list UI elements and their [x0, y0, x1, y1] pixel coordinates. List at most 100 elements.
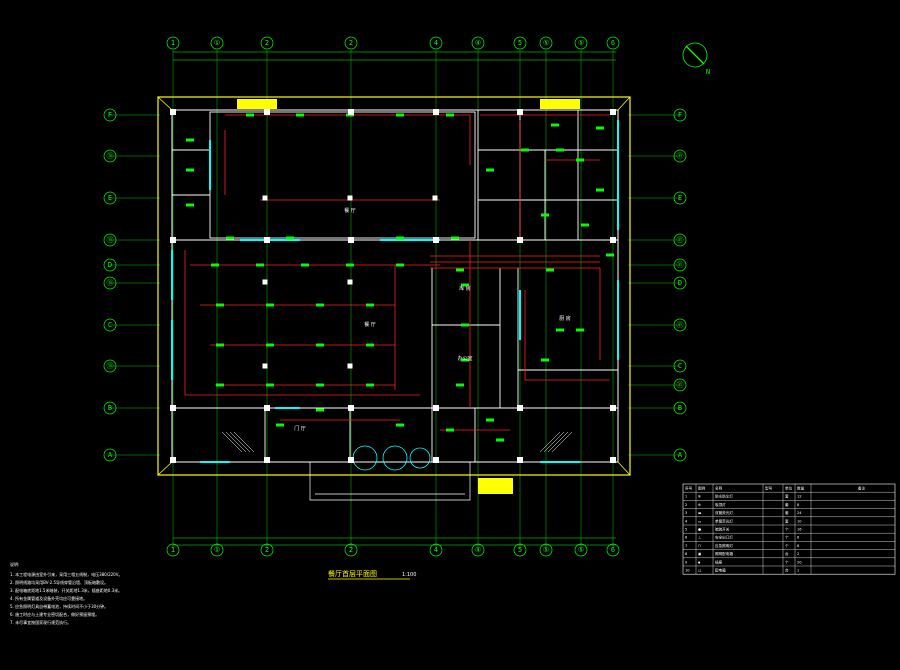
axis-bubble-right-label: F [678, 111, 682, 119]
axis-bubble-top-label: ① [214, 39, 220, 47]
notes-heading: 说明: [10, 561, 19, 567]
legend-cell: 4 [685, 519, 688, 523]
legend-cell: 套 [785, 494, 789, 499]
axis-bubble-left [103, 401, 117, 415]
axis-bubble-left-label: C [108, 321, 112, 329]
axis-bubble-bottom [260, 543, 274, 557]
legend-cell: 防水防尘灯 [715, 494, 733, 499]
legend-cell: 个 [785, 559, 789, 564]
legend-cell: 双管荧光灯 [715, 510, 733, 515]
axis-bubble-bottom-label: 5 [518, 546, 522, 554]
legend-cell: 8 [685, 552, 688, 556]
axis-bubble-left-label: ⑪ [107, 236, 114, 244]
axis-bubble-bottom-label: ① [214, 546, 220, 554]
axis-bubble-left [103, 258, 117, 272]
axis-bubble-right-label: E [678, 194, 682, 202]
legend-cell: 名称 [715, 486, 723, 491]
room-label: 餐 厅 [364, 321, 376, 328]
legend-cell: 6 [797, 536, 800, 540]
legend-cell: 配电箱 [715, 568, 726, 573]
notes-list: 1. 本工程电源由室外引来，采用三相五线制，电压380/220V。2. 照明线路… [10, 571, 122, 625]
legend-cell: ● [698, 528, 701, 532]
legend-cell: 12 [797, 495, 802, 499]
north-arrow: N [682, 42, 710, 76]
axis-bubble-right-label: C [678, 362, 682, 370]
legend-cell: 1 [797, 569, 799, 573]
legend-cell: 应急照明灯 [715, 543, 733, 548]
legend-cell: 照明配电箱 [715, 551, 733, 556]
axis-bubble-bottom-label: 2 [349, 546, 353, 554]
legend-cell: 20 [797, 560, 802, 564]
legend-cell: ▪ [698, 560, 701, 564]
axis-bubble-top [471, 36, 485, 50]
legend-cell: 型号 [765, 486, 773, 491]
axis-bubble-top [606, 36, 620, 50]
axis-bubble-bottom-label: 2 [265, 546, 269, 554]
room-label: 厨 房 [559, 315, 571, 322]
legend-cell: ⊗ [698, 495, 701, 499]
note-line: 3. 配电箱底距地1.5米暗装，开关距地1.3米，插座距地0.3米。 [10, 587, 122, 593]
axis-bubble-left [103, 191, 117, 205]
legend-cell: 台 [785, 551, 789, 556]
legend-cell: 图例 [698, 486, 706, 491]
axis-bubble-left [103, 233, 117, 247]
axis-bubble-left-label: D [108, 261, 112, 269]
room-label: 办公室 [457, 355, 472, 362]
axis-bubble-bottom [210, 543, 224, 557]
axis-bubble-right [673, 108, 687, 122]
axis-bubble-left [103, 108, 117, 122]
legend-cell: ⊕ [698, 503, 701, 507]
axis-bubble-top-label: ⑤ [543, 39, 549, 47]
axis-bubble-top [210, 36, 224, 50]
axis-bubble-top [513, 36, 527, 50]
axis-bubble-left-label: E [108, 194, 112, 202]
legend-cell: 个 [785, 535, 789, 540]
note-line: 2. 照明线路均采用BV-2.5导线穿管沿墙、顶板暗敷设。 [10, 579, 108, 585]
note-line: 4. 所有金属管道及设备外壳均应可靠接地。 [10, 595, 87, 601]
axis-bubble-right-label: D [678, 279, 682, 287]
legend-cell: 7 [685, 544, 687, 548]
axis-bubble-left [103, 359, 117, 373]
axis-bubble-left-label: B [108, 404, 112, 412]
axis-bubble-top-label: 2 [265, 39, 269, 47]
axis-bubble-top [260, 36, 274, 50]
building-outline [157, 96, 631, 476]
axis-bubble-bottom-label: ⑤ [578, 546, 584, 554]
legend-cell: ▬ [698, 511, 702, 515]
axis-bubble-top-label: 4 [434, 39, 438, 47]
structural-columns [170, 109, 616, 463]
axis-bubble-bottom-label: 6 [611, 546, 615, 554]
axis-bubble-right-label: ⑪ [677, 152, 684, 160]
axis-bubble-right [673, 258, 687, 272]
top-dimension-lines [173, 51, 616, 546]
axis-bubble-right [673, 378, 687, 392]
axis-bubble-right [673, 318, 687, 332]
axis-bubble-bottom [471, 543, 485, 557]
legend-cell: 2 [797, 552, 799, 556]
note-line: 5. 应急照明灯具自带蓄电池，持续时间不小于30分钟。 [10, 603, 108, 609]
axis-bubble-top-label: 2 [349, 39, 353, 47]
axis-bubble-bottom [166, 543, 180, 557]
entrance-canopy [309, 462, 471, 501]
legend-cell: 5 [685, 528, 687, 532]
axis-bubble-left [103, 149, 117, 163]
axis-bubble-bottom-label: ⑤ [543, 546, 549, 554]
axis-bubble-top [166, 36, 180, 50]
axis-bubble-top [574, 36, 588, 50]
axis-bubble-bottom [429, 543, 443, 557]
axis-bubble-right [673, 359, 687, 373]
axis-bubble-right-label: A [678, 451, 683, 459]
legend-cell: 数量 [797, 486, 805, 491]
legend-cell: 安全出口灯 [715, 535, 733, 540]
legend-cell: 备注 [858, 486, 866, 491]
axis-bubble-right [673, 276, 687, 290]
drawing-title: 餐厅首层平面图 [328, 569, 377, 578]
axis-bubble-left-label: A [108, 451, 113, 459]
axis-bubble-bottom-label: 1 [171, 546, 175, 554]
legend-cell: ▭ [698, 519, 701, 523]
legend-cell: ⊓ [698, 544, 701, 548]
stair-hatches [237, 99, 580, 494]
axis-bubble-right-label: ⑪ [677, 261, 684, 269]
